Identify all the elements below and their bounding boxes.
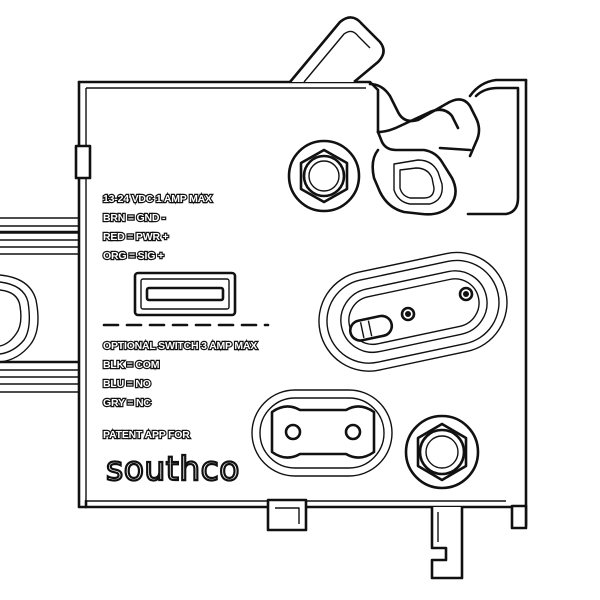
latch-housing — [74, 78, 528, 532]
hex-nut-top — [287, 139, 361, 213]
patent-label: PATENT APP FOR — [103, 429, 190, 441]
bottom-tab — [266, 498, 308, 532]
brand-logo: southco — [106, 449, 240, 488]
wire-blk-label: BLK = COM — [103, 359, 160, 371]
side-clip — [74, 144, 92, 180]
hex-nut-bottom — [404, 414, 480, 490]
mounting-slot — [251, 389, 393, 477]
connector-port — [133, 271, 237, 317]
wire-bundle — [0, 217, 80, 393]
bottom-plunger — [430, 507, 464, 580]
wire-org-label: ORG = SIG + — [103, 250, 164, 262]
label-block: 13-24 VDC 1 AMP MAX BRN = GND - RED = PW… — [102, 192, 259, 489]
wire-brn-label: BRN = GND - — [103, 212, 166, 224]
switch-toggle — [348, 314, 394, 342]
switch-window — [318, 251, 508, 372]
rotor-claw — [368, 78, 528, 216]
top-lever — [289, 16, 385, 83]
power-spec-label: 13-24 VDC 1 AMP MAX — [103, 193, 212, 205]
switch-spec-label: OPTIONAL SWITCH 3 AMP MAX — [103, 340, 257, 352]
wire-red-label: RED = PWR + — [103, 231, 169, 243]
wire-gry-label: GRY = NC — [103, 397, 151, 409]
wire-blu-label: BLU = NO — [103, 378, 151, 390]
